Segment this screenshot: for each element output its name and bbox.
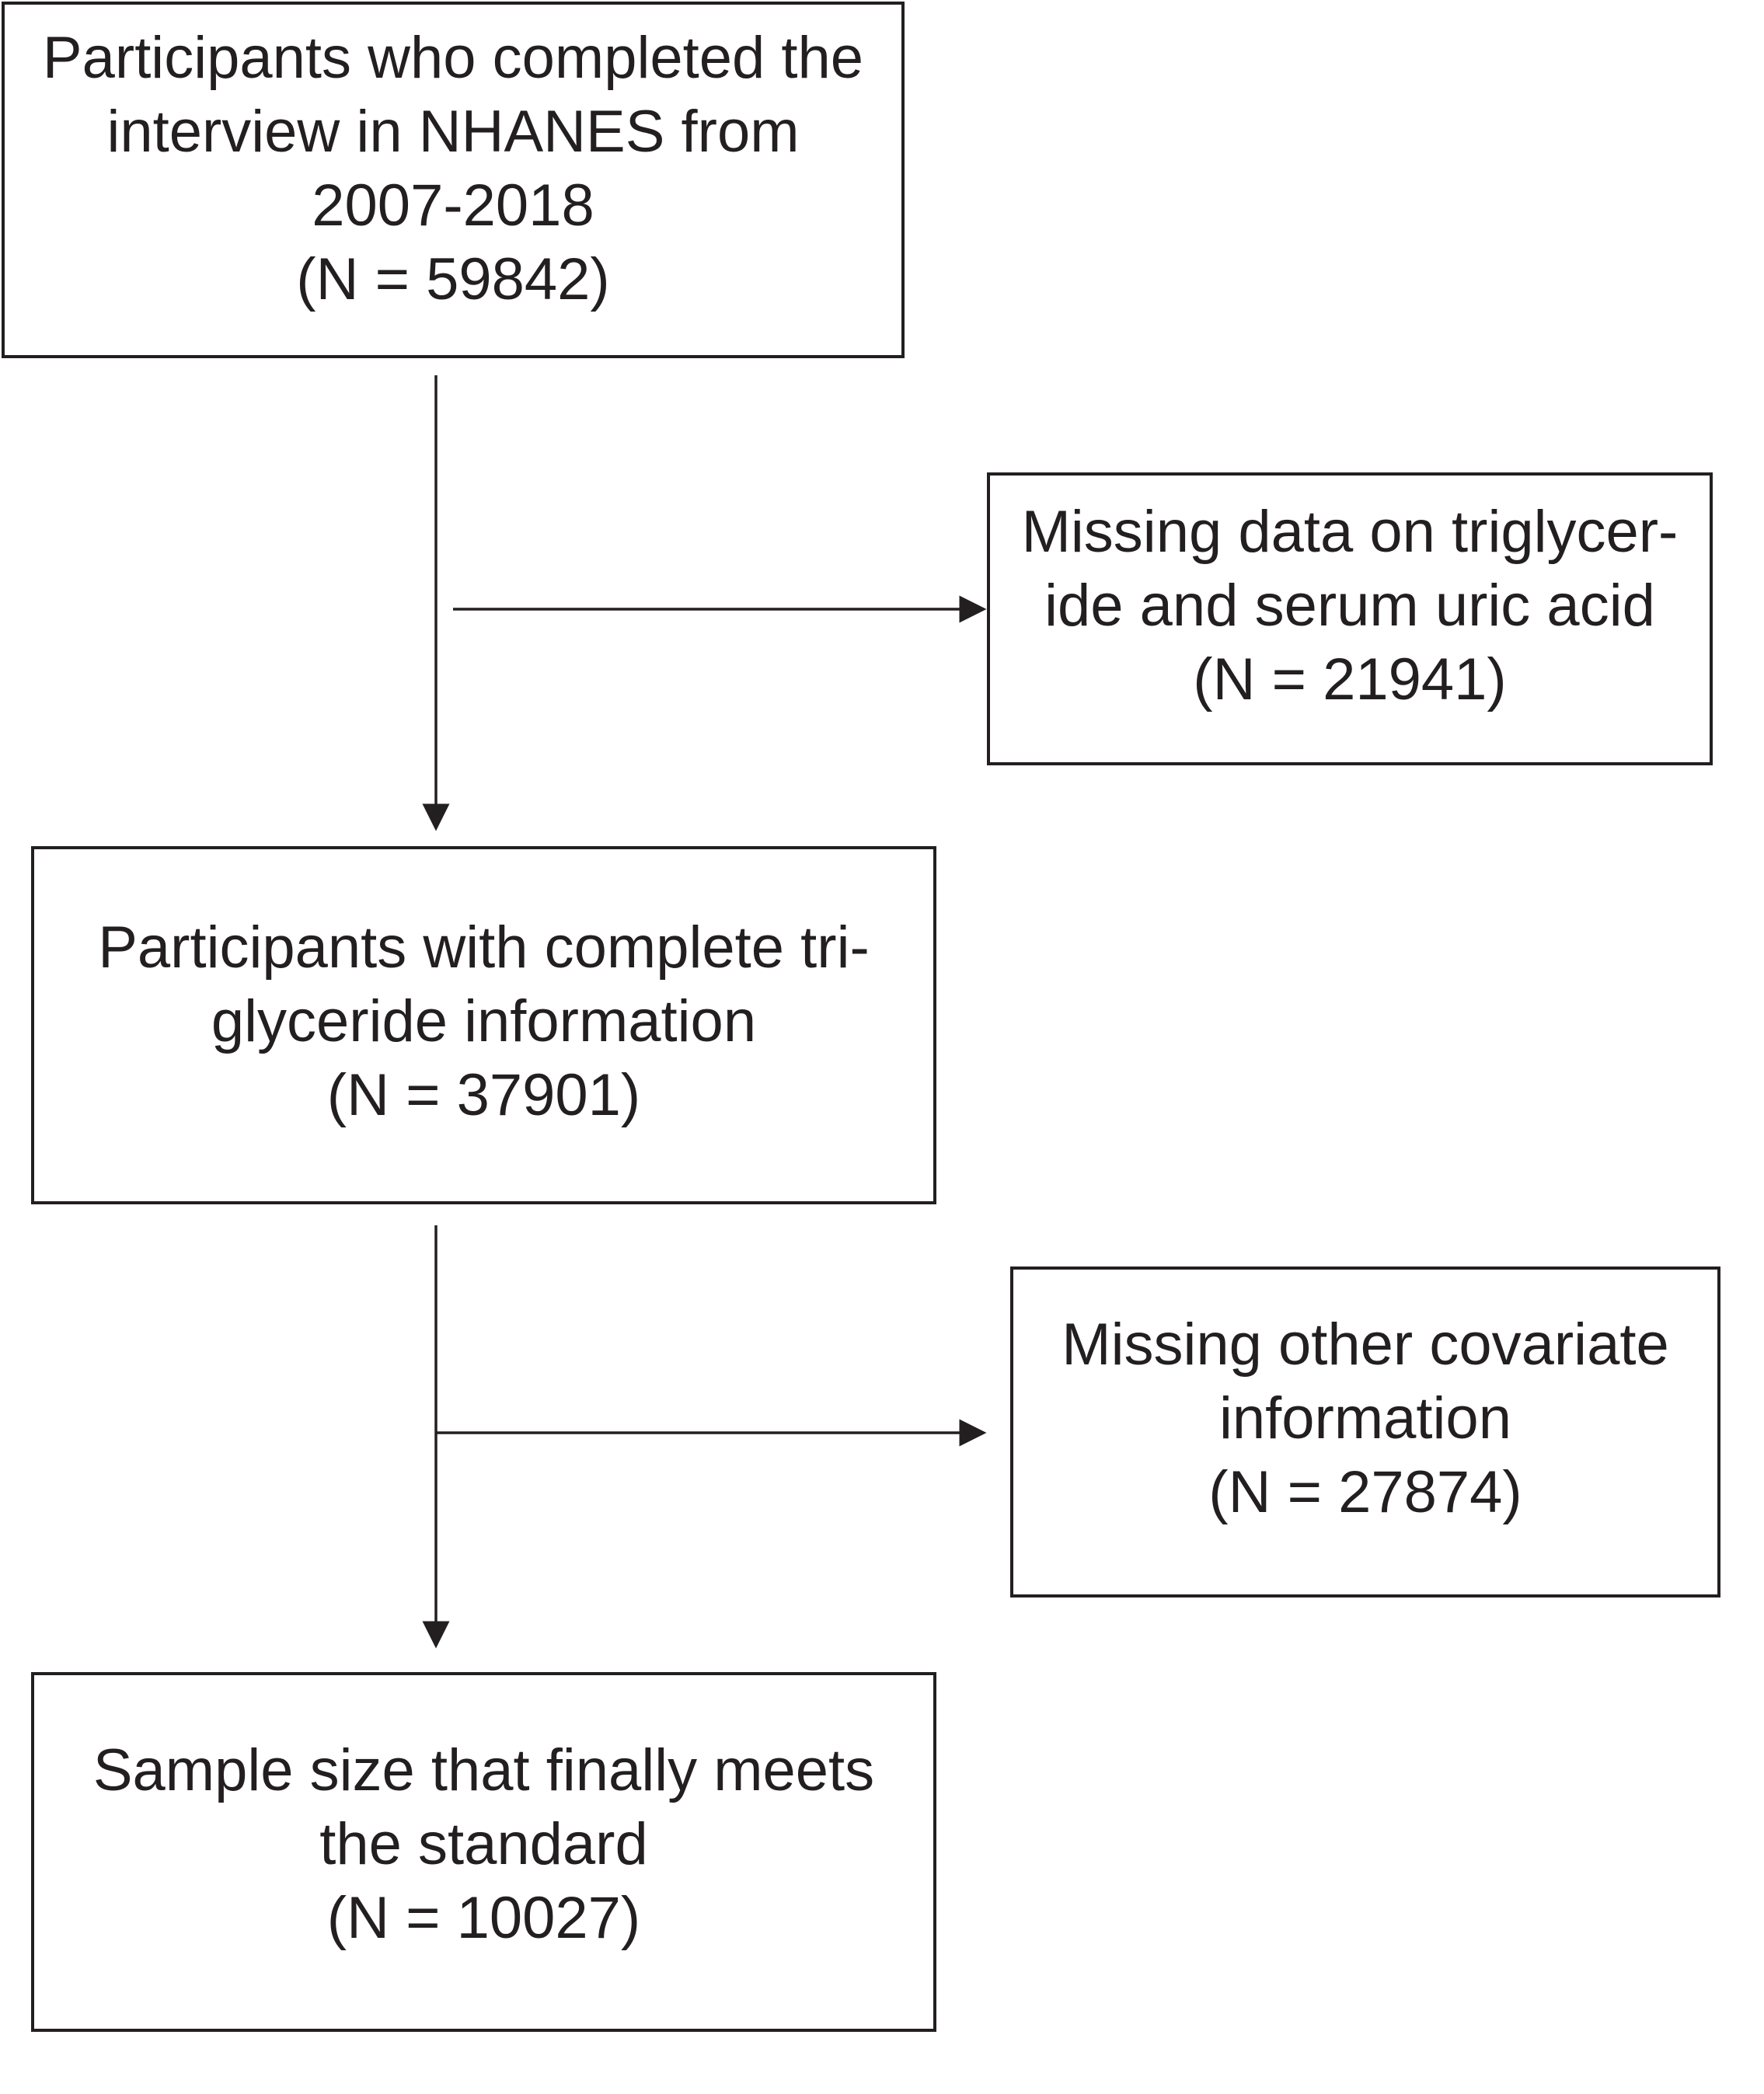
box-count: (N = 10027) bbox=[326, 1885, 641, 1951]
box-line: ide and serum uric acid bbox=[1044, 572, 1655, 639]
box-complete-triglyceride: Participants with complete tri- glycerid… bbox=[31, 846, 936, 1204]
box-exclusion-missing-covariate-text: Missing other covariate information (N =… bbox=[1062, 1308, 1668, 1556]
box-final-sample-text: Sample size that finally meets the stand… bbox=[93, 1733, 874, 1970]
box-line: Sample size that finally meets bbox=[92, 1737, 875, 1803]
box-count: (N = 59842) bbox=[296, 246, 610, 312]
box-line: information bbox=[1219, 1385, 1511, 1451]
box-line: the standard bbox=[319, 1811, 648, 1877]
box-final-sample: Sample size that finally meets the stand… bbox=[31, 1672, 936, 2032]
box-count: (N = 27874) bbox=[1208, 1459, 1522, 1525]
box-exclusion-missing-triglyceride: Missing data on triglycer- ide and serum… bbox=[987, 472, 1713, 765]
box-exclusion-missing-covariate: Missing other covariate information (N =… bbox=[1010, 1267, 1720, 1598]
box-count: (N = 21941) bbox=[1193, 646, 1507, 713]
box-line: interview in NHANES from bbox=[106, 98, 800, 165]
box-line: 2007-2018 bbox=[312, 172, 594, 239]
box-initial-participants: Participants who completed the interview… bbox=[2, 2, 905, 358]
box-exclusion-missing-triglyceride-text: Missing data on triglycer- ide and serum… bbox=[1022, 495, 1679, 744]
box-line: Participants with complete tri- bbox=[98, 915, 870, 981]
box-count: (N = 37901) bbox=[326, 1062, 641, 1128]
box-complete-triglyceride-text: Participants with complete tri- glycerid… bbox=[98, 911, 870, 1140]
box-line: Missing other covariate bbox=[1062, 1312, 1669, 1378]
box-line: glyceride information bbox=[211, 988, 757, 1054]
box-line: Missing data on triglycer- bbox=[1021, 498, 1679, 565]
box-line: Participants who completed the bbox=[42, 24, 864, 91]
box-initial-participants-text: Participants who completed the interview… bbox=[43, 21, 863, 340]
